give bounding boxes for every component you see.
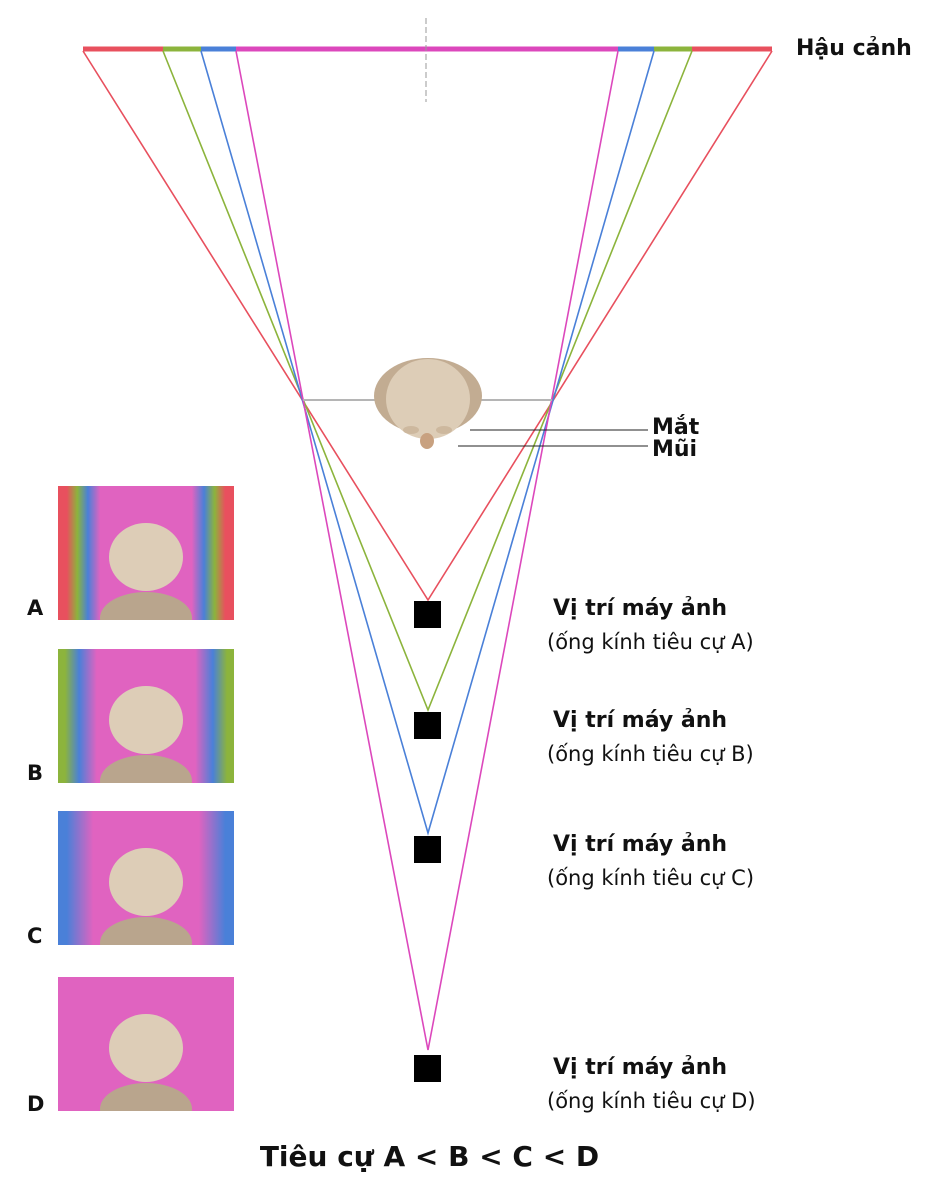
left-eye: [403, 426, 419, 434]
sightlines-camera-b: [162, 50, 693, 713]
sightlines-camera-d: [235, 50, 619, 1051]
camera-d-marker: [414, 1055, 441, 1082]
right-eye: [436, 426, 452, 434]
camera-d-title: Vị trí máy ảnh: [553, 1055, 728, 1080]
camera-a-subtitle: (ống kính tiêu cự A): [547, 630, 754, 654]
thumbnail-c-letter: C: [27, 924, 43, 948]
camera-c-subtitle: (ống kính tiêu cự C): [547, 866, 755, 890]
sightlines-camera-c: [200, 50, 655, 836]
subject-head: [303, 358, 552, 449]
thumbnail-a: [58, 486, 234, 620]
thumbnail-d: [58, 977, 234, 1111]
thumbnail-b-letter: B: [27, 761, 44, 785]
camera-a-marker: [414, 601, 441, 628]
camera-b-title: Vị trí máy ảnh: [553, 708, 728, 733]
thumbnail-c: [58, 811, 234, 945]
thumbnail-b: [58, 649, 234, 783]
camera-b-subtitle: (ống kính tiêu cự B): [547, 742, 754, 766]
nose: [420, 433, 434, 449]
eye-label: Mắt: [652, 415, 700, 440]
sightlines-camera-a: [82, 50, 773, 602]
thumbnail-a-letter: A: [27, 596, 44, 620]
camera-c-marker: [414, 836, 441, 863]
camera-b-marker: [414, 712, 441, 739]
camera-a-title: Vị trí máy ảnh: [553, 596, 728, 621]
thumbnail-d-letter: D: [27, 1092, 45, 1116]
focal-length-caption: Tiêu cự A < B < C < D: [259, 1140, 600, 1173]
background-label: Hậu cảnh: [796, 36, 912, 61]
camera-c-title: Vị trí máy ảnh: [553, 832, 728, 857]
camera-d-subtitle: (ống kính tiêu cự D): [547, 1089, 756, 1113]
nose-label: Mũi: [652, 437, 698, 462]
